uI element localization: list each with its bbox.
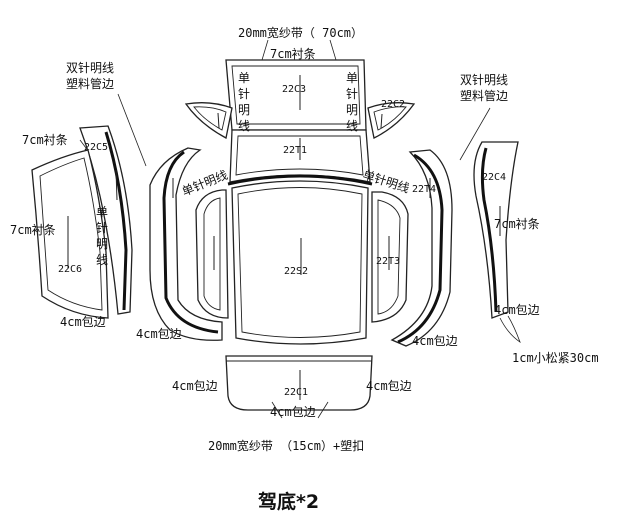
diagram-title: 驾底*2 (258, 490, 319, 513)
piece-22t4: 22T4 (390, 149, 453, 347)
piece-22t1: 22T1 (227, 129, 373, 186)
svg-text:针: 针 (238, 86, 250, 101)
piece-22c1: 22C1 (225, 355, 373, 411)
svg-text:线: 线 (238, 119, 250, 133)
top-tape-note: 20mm宽纱带（ 70cm） (238, 25, 363, 40)
piece-22c6: 22C6 (31, 149, 109, 319)
piece-label-22c5: 22C5 (84, 142, 108, 153)
piece-22c5: 22C5 (79, 125, 133, 315)
piece-22c2-left (184, 102, 233, 139)
binding-c1-bottom-note: 4cm包边 (270, 405, 316, 419)
piece-label-22c3: 22C3 (282, 84, 306, 95)
piece-label-22c1: 22C1 (284, 387, 308, 398)
binding-right-a-note: 4cm包边 (494, 303, 540, 317)
piece-left-band (149, 147, 223, 341)
binding-c1-right-note: 4cm包边 (366, 379, 412, 393)
piece-label-22t1: 22T1 (283, 145, 307, 156)
piece-label-22t3: 22T3 (376, 256, 400, 267)
svg-text:明: 明 (238, 103, 250, 117)
svg-text:明: 明 (346, 103, 358, 117)
piece-22c4: 22C4 (473, 141, 521, 344)
piece-label-22t4: 22T4 (412, 184, 436, 195)
piece-label-22s2: 22S2 (284, 266, 308, 277)
svg-text:塑料管边: 塑料管边 (460, 88, 508, 103)
piece-22c2-right: 22C2 (367, 99, 416, 139)
elastic-note: 1cm小松紧30cm (512, 351, 599, 365)
svg-text:双针明线: 双针明线 (66, 60, 114, 75)
piece-22s2: 22S2 (231, 180, 369, 345)
binding-right-b-note: 4cm包边 (412, 334, 458, 348)
diag-right-note: 单针明线 (361, 167, 411, 196)
piece-label-22c2: 22C2 (381, 99, 405, 110)
piece-label-22c4: 22C4 (482, 172, 506, 183)
svg-text:明: 明 (96, 237, 108, 251)
bottom-tape-note: 20mm宽纱带 （15cm）+塑扣 (208, 438, 364, 453)
svg-text:单: 单 (96, 205, 108, 219)
single-needle-c5-note: 单 针 明 线 (96, 205, 108, 267)
double-needle-left-note: 双针明线 塑料管边 (66, 60, 114, 91)
top-lining-note: 7cm衬条 (270, 47, 316, 61)
binding-left-b-note: 4cm包边 (136, 327, 182, 341)
svg-text:线: 线 (346, 119, 358, 133)
svg-text:针: 针 (346, 86, 358, 101)
piece-left-inner (195, 189, 229, 319)
svg-text:双针明线: 双针明线 (460, 72, 508, 87)
single-needle-left-note: 单 针 明 线 (238, 71, 250, 133)
binding-left-a-note: 4cm包边 (60, 315, 106, 329)
svg-text:单: 单 (346, 71, 358, 85)
svg-text:线: 线 (96, 253, 108, 267)
piece-22t3: 22T3 (371, 191, 409, 323)
svg-text:塑料管边: 塑料管边 (66, 76, 114, 91)
lining-c4-note: 7cm衬条 (494, 217, 540, 231)
binding-c1-left-note: 4cm包边 (172, 379, 218, 393)
lining-c6-note: 7cm衬条 (10, 223, 56, 237)
single-needle-right-note: 单 针 明 线 (346, 71, 358, 133)
leader-lines (79, 39, 491, 419)
svg-text:针: 针 (96, 220, 108, 235)
svg-text:单: 单 (238, 71, 250, 85)
lining-c5-note: 7cm衬条 (22, 133, 68, 147)
double-needle-right-note: 双针明线 塑料管边 (460, 72, 508, 103)
piece-label-22c6: 22C6 (58, 264, 82, 275)
